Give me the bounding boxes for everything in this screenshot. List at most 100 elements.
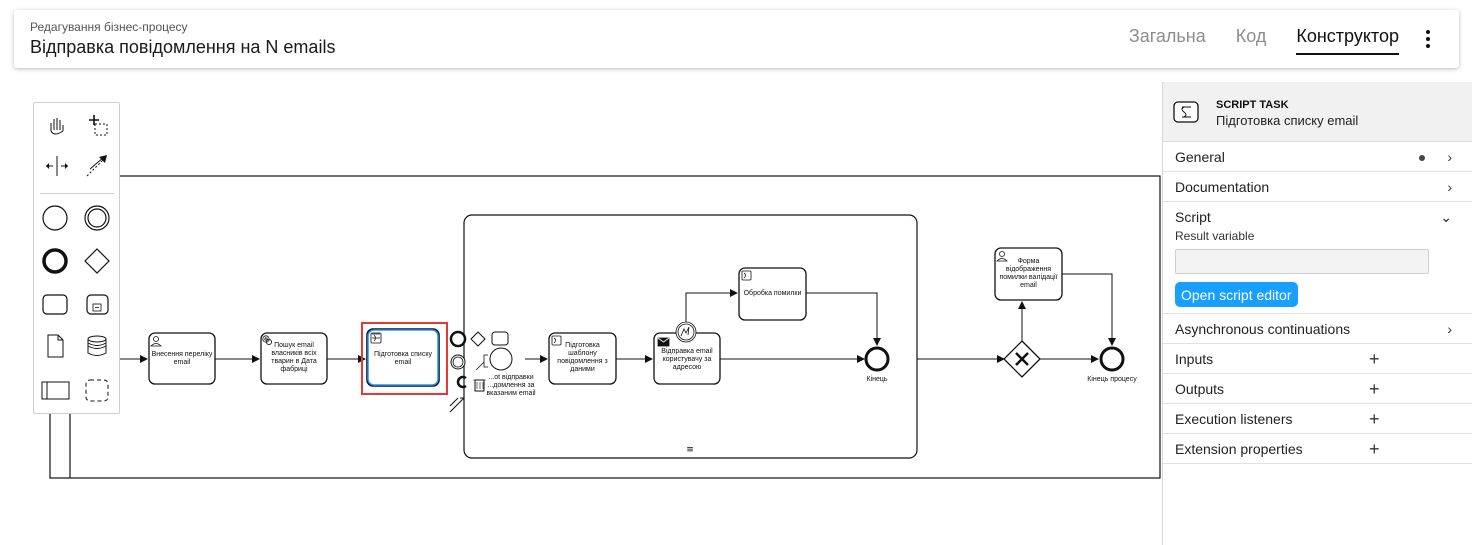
- selection-outline: [367, 329, 439, 386]
- chevron-right-icon: ›: [1447, 321, 1452, 337]
- result-variable-input[interactable]: [1175, 249, 1429, 274]
- panel-header: SCRIPT TASK Підготовка списку email: [1163, 82, 1472, 142]
- data-store-icon[interactable]: [82, 331, 112, 361]
- script-task-icon: [551, 335, 562, 346]
- task-label: Відправка email користувачу за адресою: [661, 348, 713, 371]
- task-label: Пошук email власників всіх тварин в Дата…: [271, 342, 317, 373]
- exclusive-gateway[interactable]: [1003, 340, 1041, 378]
- tool-palette: [33, 102, 120, 414]
- properties-panel: SCRIPT TASK Підготовка списку email Gene…: [1162, 82, 1472, 545]
- send-task-icon: [657, 337, 670, 347]
- intermediate-event-icon[interactable]: [82, 203, 112, 233]
- global-connect-icon[interactable]: [82, 151, 112, 181]
- change-type-icon[interactable]: [456, 375, 467, 389]
- group-script: Script ⌄ Result variable Open script edi…: [1163, 202, 1472, 314]
- script-task-icon: [741, 270, 752, 281]
- end-process-label: Кінець процесу: [1087, 376, 1137, 383]
- more-vert-icon[interactable]: [1425, 30, 1431, 50]
- user-task-icon: [996, 251, 1008, 262]
- group-inputs[interactable]: Inputs +: [1163, 344, 1472, 374]
- context-pad[interactable]: [449, 330, 509, 413]
- task-t4[interactable]: [548, 332, 617, 385]
- page-title: Відправка повідомлення на N emails: [30, 37, 336, 57]
- subprocess-marker-icon: ≡: [686, 445, 694, 455]
- add-listener-icon[interactable]: +: [1369, 409, 1380, 429]
- task-label: Підготовка списку email: [374, 351, 432, 366]
- group-label: Inputs: [1175, 351, 1214, 367]
- group-label: General: [1175, 149, 1225, 165]
- palette-separator: [40, 193, 114, 194]
- chevron-right-icon: ›: [1447, 149, 1452, 165]
- chevron-right-icon: ›: [1447, 179, 1452, 195]
- append-gateway-icon[interactable]: [470, 331, 486, 347]
- tab-constructor[interactable]: Конструктор: [1296, 26, 1399, 55]
- tab-bar: Загальна Код Конструктор: [1129, 26, 1399, 55]
- space-tool-icon[interactable]: [42, 151, 72, 181]
- task-t7[interactable]: [994, 247, 1063, 301]
- page-header: Редагування бізнес-процесу Відправка пов…: [14, 10, 1459, 68]
- group-label: Outputs: [1175, 381, 1225, 397]
- page-subtitle: Редагування бізнес-процесу: [30, 20, 188, 34]
- group-documentation[interactable]: Documentation ›: [1163, 172, 1472, 202]
- open-script-editor-button[interactable]: Open script editor: [1175, 282, 1298, 307]
- append-task-icon[interactable]: [491, 331, 509, 346]
- end-event-icon[interactable]: [40, 246, 70, 276]
- error-boundary-event-icon[interactable]: [675, 321, 697, 343]
- group-general[interactable]: General ›: [1163, 142, 1472, 172]
- data-indicator-dot: [1419, 155, 1425, 161]
- pool[interactable]: [49, 175, 1161, 479]
- delete-icon[interactable]: [473, 379, 486, 392]
- group-label: Extension properties: [1175, 441, 1303, 457]
- script-task-icon: [1173, 101, 1199, 123]
- task-icon[interactable]: [40, 289, 70, 319]
- group-execution-listeners[interactable]: Execution listeners +: [1163, 404, 1472, 434]
- tab-code[interactable]: Код: [1235, 26, 1267, 46]
- group-async-continuations[interactable]: Asynchronous continuations ›: [1163, 314, 1472, 344]
- pool-icon[interactable]: [40, 375, 70, 405]
- subprocess-start-event[interactable]: [489, 347, 513, 371]
- script-task-icon: [370, 332, 382, 344]
- chevron-down-icon: ⌄: [1440, 209, 1452, 225]
- task-label: Обробка помилки: [743, 290, 802, 297]
- service-task-icon: [262, 335, 272, 345]
- group-outputs[interactable]: Outputs +: [1163, 374, 1472, 404]
- add-input-icon[interactable]: +: [1369, 349, 1380, 369]
- element-type: SCRIPT TASK: [1216, 99, 1289, 111]
- selection-frame: [361, 322, 448, 395]
- tab-general[interactable]: Загальна: [1128, 26, 1206, 46]
- start-event-icon[interactable]: [40, 203, 70, 233]
- bpmn-diagram[interactable]: ≡: [0, 82, 1162, 545]
- task-label: Внесення переліку email: [151, 351, 213, 366]
- result-variable-label: Result variable: [1175, 229, 1255, 243]
- end-event-process[interactable]: [1099, 346, 1125, 372]
- text-annotation-icon[interactable]: [475, 354, 488, 371]
- task-t1[interactable]: [148, 332, 216, 385]
- task-label: Підготовка шаблону повідомлення з даними: [557, 342, 608, 373]
- add-output-icon[interactable]: +: [1369, 379, 1380, 399]
- group-extension-properties[interactable]: Extension properties +: [1163, 434, 1472, 464]
- bpmn-canvas[interactable]: ≡: [0, 82, 1162, 545]
- task-t3[interactable]: [366, 328, 440, 387]
- lasso-tool-icon[interactable]: [82, 111, 112, 141]
- append-end-event-icon[interactable]: [449, 330, 467, 348]
- add-extension-property-icon[interactable]: +: [1369, 439, 1380, 459]
- element-name: Підготовка списку email: [1216, 113, 1359, 128]
- task-label: Форма відображення помилки валідації ema…: [999, 258, 1058, 289]
- sequence-flows: [120, 273, 1116, 363]
- group-label: Script: [1175, 209, 1211, 225]
- group-label: Documentation: [1175, 179, 1270, 195]
- task-t2[interactable]: [260, 332, 328, 385]
- data-object-icon[interactable]: [40, 331, 70, 361]
- group-label: Execution listeners: [1175, 411, 1293, 427]
- subprocess-icon[interactable]: [82, 289, 112, 319]
- task-t6[interactable]: [738, 267, 807, 321]
- group-icon[interactable]: [82, 375, 112, 405]
- connect-icon[interactable]: [449, 397, 465, 413]
- end-event-inner[interactable]: [864, 346, 890, 372]
- end-event-label: Кінець: [866, 376, 888, 383]
- hand-tool-icon[interactable]: [42, 111, 72, 141]
- group-script-header[interactable]: Script ⌄: [1175, 202, 1460, 232]
- context-label: ...ot відправки ...домлення за вказаним …: [486, 374, 536, 397]
- append-intermediate-event-inner: [452, 356, 464, 368]
- gateway-icon[interactable]: [82, 246, 112, 276]
